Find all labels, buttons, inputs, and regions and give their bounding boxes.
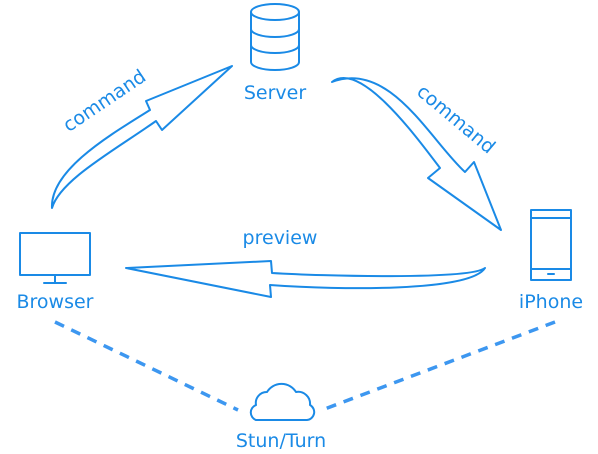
stun-turn-label: Stun/Turn <box>236 430 326 452</box>
browser-label: Browser <box>17 291 94 313</box>
iphone-stun-dashed-link <box>321 320 556 412</box>
server-to-iphone-arrow <box>331 77 502 231</box>
iphone-to-browser-label: preview <box>243 227 318 249</box>
monitor-icon <box>19 232 91 284</box>
database-icon <box>250 3 300 71</box>
browser-stun-dashed-link <box>54 320 239 412</box>
server-label: Server <box>244 82 306 104</box>
browser-to-server-arrow <box>50 65 233 209</box>
iphone-to-browser-arrow <box>125 260 486 298</box>
cloud-icon <box>249 382 316 421</box>
phone-icon <box>530 209 572 281</box>
iphone-label: iPhone <box>519 291 583 313</box>
